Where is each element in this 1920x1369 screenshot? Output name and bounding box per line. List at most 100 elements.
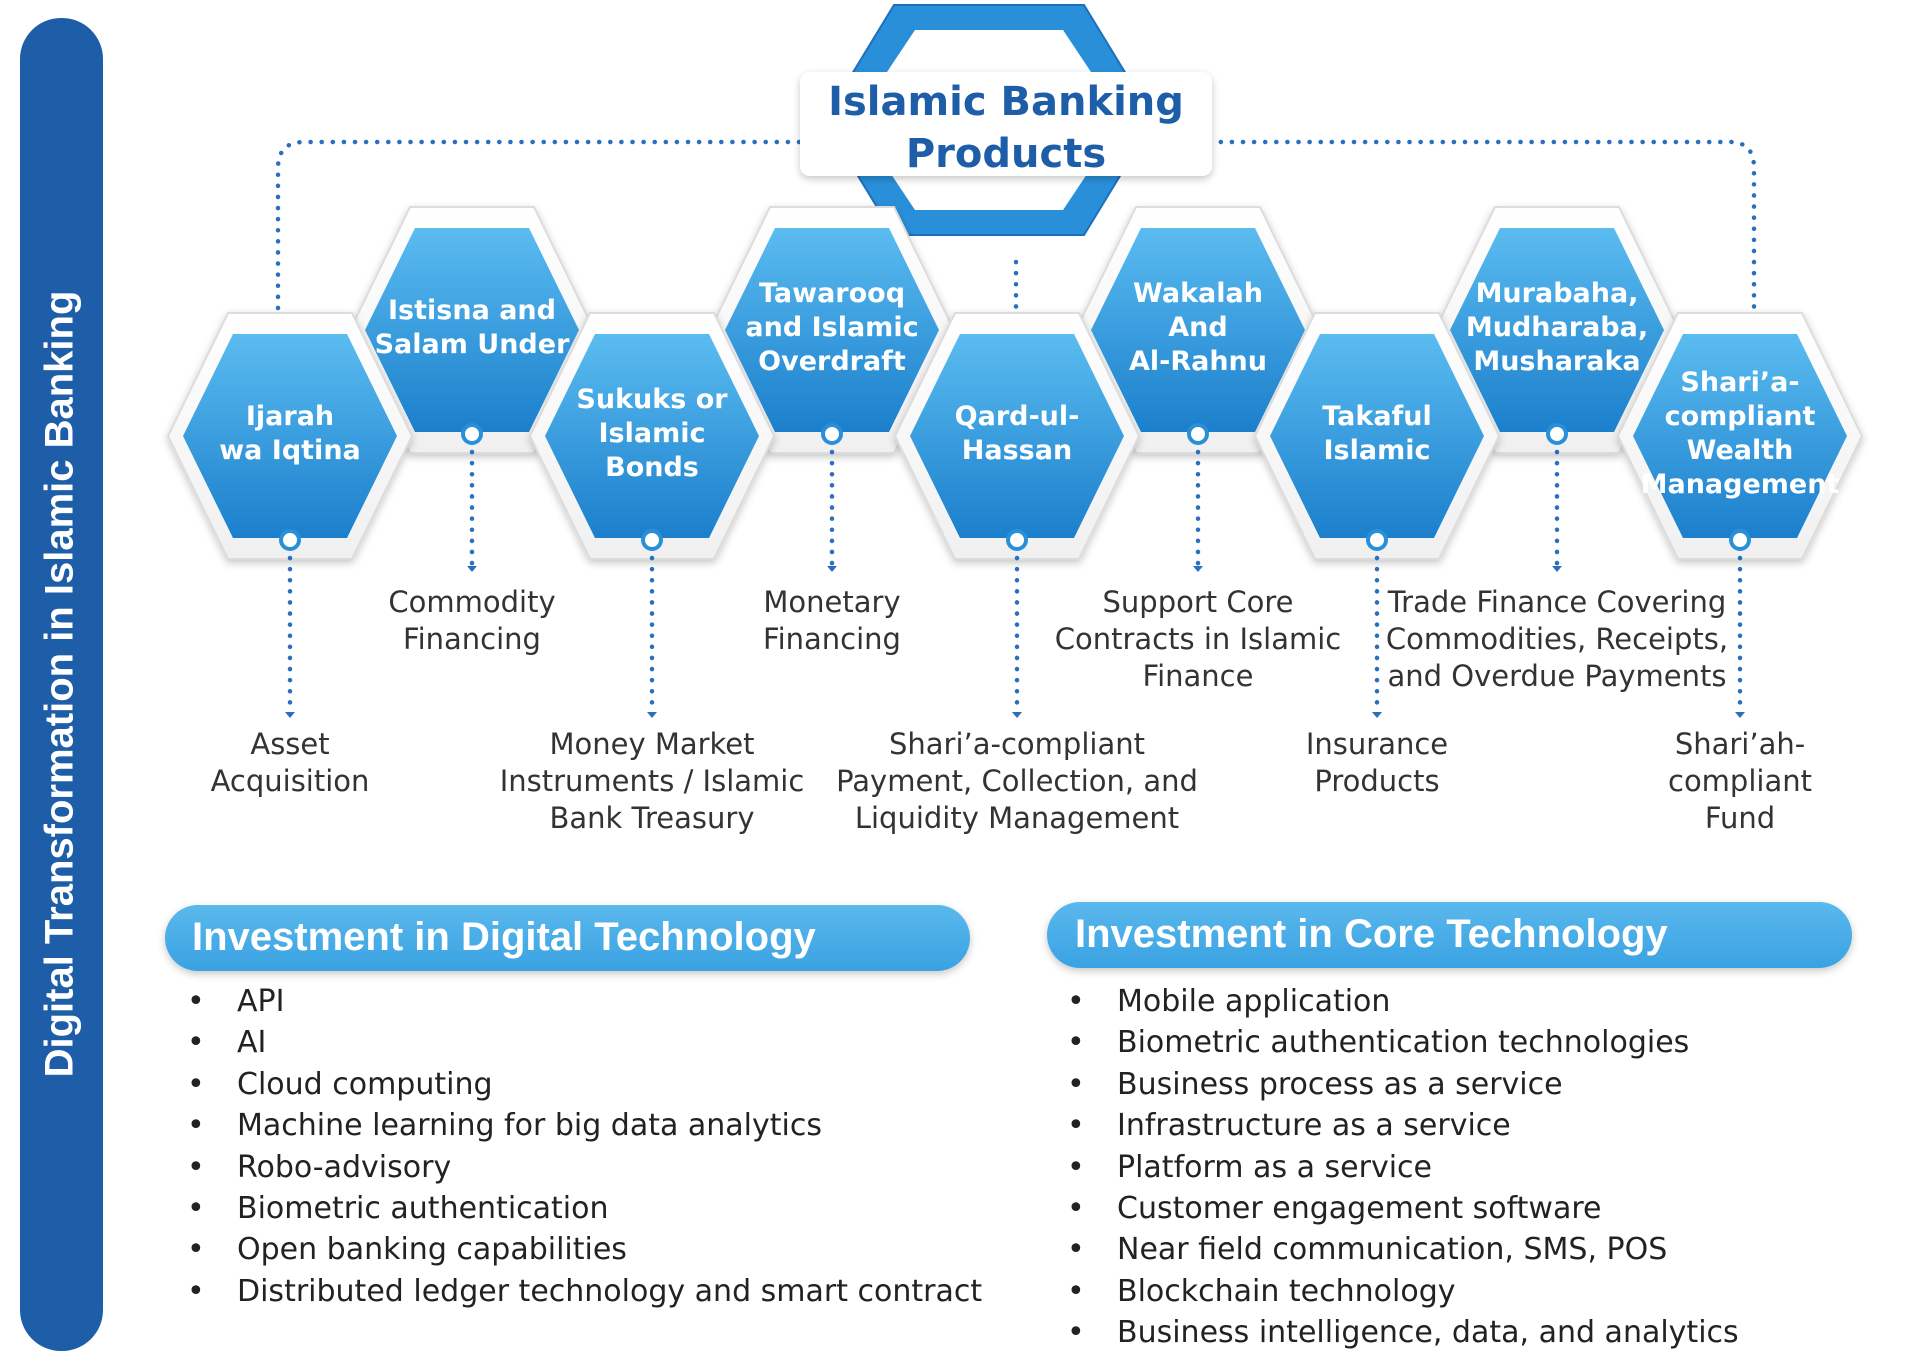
product-hexagon [365, 228, 579, 432]
product-description: Contracts in Islamic [1055, 622, 1341, 656]
list-item: •Infrastructure as a service [1051, 1105, 1739, 1146]
list-item: • Blockchain technology [1051, 1271, 1739, 1312]
product-name: Wakalah [1133, 278, 1263, 309]
product-description: Financing [403, 622, 541, 656]
list-item: • Mobile application [1051, 981, 1739, 1022]
product-name: Istisna and [388, 295, 556, 326]
product-name: Murabaha, [1476, 278, 1639, 309]
bullet-icon: • [187, 1190, 205, 1226]
core-technology-list: • Mobile application • Biometric authentica… [1051, 981, 1739, 1354]
list-item-text: Machine learning for big data analytics [237, 1108, 822, 1144]
product-name: Islamic [1324, 435, 1431, 466]
product-description: Asset [250, 727, 329, 761]
digital-banner-title: Investment in Digital Technology [192, 915, 817, 959]
product-name: and Islamic [745, 312, 918, 343]
product-description: Acquisition [211, 764, 370, 798]
product-name: compliant [1665, 401, 1816, 432]
list-item-text: AI [237, 1025, 267, 1061]
product-name: Salam Under [375, 329, 570, 360]
bullet-icon: • [187, 1273, 205, 1309]
list-item-text: Business process as a service [1117, 1066, 1563, 1102]
product-hexagon [1091, 228, 1305, 432]
connector-arrow [285, 712, 295, 718]
digital-banner [165, 905, 970, 971]
product-description: Support Core [1103, 585, 1294, 619]
product-hexagon [1270, 334, 1484, 538]
bullet-icon: • [187, 1149, 205, 1185]
product-name: Sukuks or [576, 384, 728, 415]
product-hexagon [1633, 334, 1847, 538]
product-description: Monetary [763, 585, 900, 619]
list-item-text: Mobile application [1117, 984, 1391, 1019]
list-item-text: Platform as a service [1117, 1149, 1432, 1185]
product-description: Payment, Collection, and [836, 764, 1198, 798]
list-item: • API [171, 981, 982, 1022]
core-banner [1047, 902, 1852, 968]
connector-node [1006, 529, 1028, 551]
bullet-icon: • [187, 1025, 205, 1061]
bullet-icon: • [1067, 984, 1085, 1019]
product-name: Management [1641, 469, 1840, 500]
list-item-text: Business intelligence, data, and analyti… [1117, 1315, 1739, 1351]
connector-arrow [1552, 566, 1562, 572]
bullet-icon: • [187, 1232, 205, 1268]
product-name: wa Iqtina [219, 435, 361, 466]
center-title-box [800, 72, 1212, 176]
product-description: Instruments / Islamic [500, 764, 805, 798]
product-description: Commodities, Receipts, [1386, 622, 1728, 656]
list-item-text: Near field communication, SMS, POS [1117, 1232, 1668, 1268]
bullet-icon: • [1067, 1273, 1085, 1309]
side-title-bar [20, 18, 103, 1351]
list-item: • Robo-advisory [171, 1147, 982, 1188]
digital-technology-list: •API•AI•Cloud computing•Machine learning… [171, 981, 982, 1312]
connector-node [1187, 423, 1209, 445]
product-description: Finance [1143, 659, 1254, 693]
product-name: Tawarooq [759, 278, 905, 309]
list-item-text: Blockchain technology [1117, 1273, 1456, 1309]
connector-node [641, 529, 663, 551]
list-item-text: Biometric authentication [237, 1190, 609, 1226]
list-item: • Business process as a service [1051, 1064, 1739, 1105]
bullet-icon: • [1067, 1190, 1085, 1226]
bullet-icon: • [1067, 1025, 1085, 1061]
list-item: •Open banking capabilities [171, 1229, 982, 1270]
bullet-icon: • [1067, 1232, 1085, 1268]
list-item: •Business intelligence, data, and analyt… [1051, 1312, 1739, 1353]
connector-arrow [647, 712, 657, 718]
product-name: Bonds [605, 452, 699, 483]
product-name: Ijarah [246, 401, 334, 432]
product-name: Islamic [599, 418, 706, 449]
list-item: • Biometric authentication [171, 1188, 982, 1229]
connector-arrow [467, 566, 477, 572]
connector-arrow [1012, 712, 1022, 718]
center-title-line1: Islamic Banking [828, 79, 1184, 125]
product-description: Financing [763, 622, 901, 656]
list-item-text: Robo-advisory [237, 1149, 452, 1185]
center-title-line2: Products [906, 131, 1106, 177]
list-item-text: API [237, 984, 285, 1019]
product-name: Qard-ul- [955, 401, 1080, 432]
product-name: And [1168, 312, 1227, 343]
product-description: Shari’ah- [1675, 727, 1805, 761]
list-item: • Platform as a service [1051, 1147, 1739, 1188]
product-description: Bank Treasury [550, 801, 755, 835]
bullet-icon: • [1067, 1149, 1085, 1185]
list-item-text: Distributed ledger technology and smart … [237, 1273, 983, 1309]
connector-arrow [1735, 712, 1745, 718]
list-item: • Near field communication, SMS, POS [1051, 1229, 1739, 1270]
connector-node [821, 423, 843, 445]
product-description: Liquidity Management [855, 801, 1179, 835]
product-hexagon [545, 334, 759, 538]
product-hexagon [910, 334, 1124, 538]
bullet-icon: • [1067, 1066, 1085, 1102]
product-description: Commodity [388, 585, 555, 619]
list-item-text: Biometric authentication technologies [1117, 1025, 1690, 1061]
connector-node [1546, 423, 1568, 445]
product-hexagon [183, 334, 397, 538]
bullet-icon: • [187, 1108, 205, 1144]
bullet-icon: • [1067, 1108, 1085, 1144]
bullet-icon: • [187, 984, 205, 1019]
product-description: Shari’a-compliant [889, 727, 1145, 761]
list-item: •Customer engagement software [1051, 1188, 1739, 1229]
